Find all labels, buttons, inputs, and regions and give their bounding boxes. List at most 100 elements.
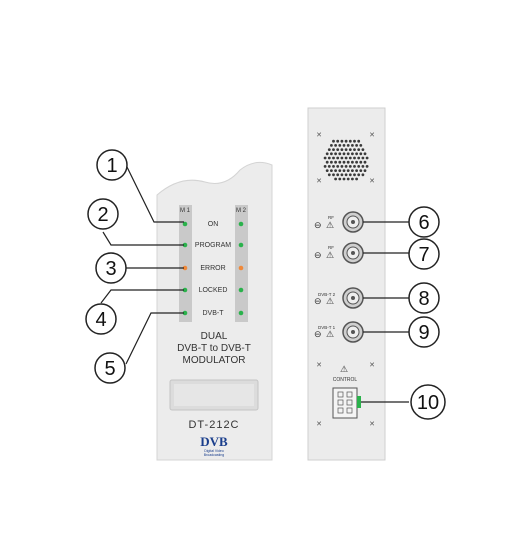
warning-icon: ⚠ — [326, 220, 334, 230]
callout-2: 2 — [87, 198, 119, 230]
grill-hole — [357, 165, 361, 168]
grill-hole — [332, 173, 335, 177]
grill-hole — [355, 144, 358, 147]
led-label-locked: LOCKED — [199, 287, 228, 294]
grill-hole — [334, 177, 337, 181]
rf-out-symbol-icon: ⊖ — [314, 220, 322, 230]
control-connector — [332, 387, 361, 419]
screw-icon: ✕ — [316, 178, 322, 185]
grill-hole — [336, 139, 340, 143]
rf-out-symbol-icon: ⊖ — [314, 250, 322, 260]
warning-icon: ⚠ — [326, 296, 334, 306]
rear-panel: ✕ ✕ ✕ ✕ ✕ ✕ ✕ ✕ RF RF DVB-T 2 DVB-T 1 ⊖ … — [307, 107, 386, 461]
grill-hole — [361, 173, 365, 177]
grill-hole — [342, 160, 346, 164]
svg-text:1: 1 — [106, 155, 117, 177]
grill-hole — [348, 156, 352, 160]
led-label-program: PROGRAM — [195, 242, 231, 249]
rf-in-symbol-icon: ⊖ — [314, 296, 322, 306]
grill-hole — [325, 169, 329, 173]
led-error-m1 — [182, 265, 188, 271]
grill-hole — [332, 156, 335, 160]
grill-hole — [342, 177, 346, 181]
grill-hole — [332, 139, 335, 143]
bnc-connector-rf-out-1 — [342, 211, 364, 233]
led-locked-m2 — [238, 287, 244, 293]
led-on-m2 — [238, 221, 244, 227]
svg-text:Broadcasting: Broadcasting — [204, 453, 224, 457]
led-program-m2 — [238, 242, 244, 248]
svg-text:3: 3 — [105, 258, 116, 280]
grill-hole — [327, 165, 331, 168]
callout-lines-right — [361, 221, 409, 403]
grill-hole — [323, 165, 327, 168]
grill-hole — [323, 156, 327, 160]
screw-icon: ✕ — [369, 421, 375, 428]
grill-hole — [340, 148, 344, 152]
grill-hole — [359, 169, 363, 173]
grill-hole — [357, 148, 361, 152]
callout-5: 5 — [94, 352, 126, 384]
screw-icon: ✕ — [369, 178, 375, 185]
grill-hole — [346, 160, 350, 164]
grill-hole — [361, 165, 365, 168]
led-dvbt-m1 — [182, 310, 188, 316]
screw-icon: ✕ — [316, 132, 322, 139]
grill-hole — [325, 152, 329, 156]
grill-hole — [338, 177, 342, 181]
grill-hole — [348, 139, 352, 143]
grill-hole — [327, 173, 331, 177]
callout-8: 8 — [408, 282, 440, 314]
fan-grill — [323, 139, 369, 181]
grill-hole — [332, 148, 335, 152]
screw-icon: ✕ — [369, 132, 375, 139]
grill-hole — [340, 165, 344, 168]
svg-text:8: 8 — [418, 288, 429, 310]
grill-hole — [344, 148, 348, 152]
grill-hole — [334, 160, 337, 164]
grill-hole — [348, 148, 352, 152]
front-panel: M 1 M 2 ON PROGRAM ERROR LOCKED DVB-T DU… — [156, 161, 273, 461]
dvb-logo: DVB Digital Video Broadcasting — [200, 434, 228, 457]
grill-hole — [344, 156, 348, 160]
svg-text:6: 6 — [418, 212, 429, 234]
grill-hole — [357, 139, 361, 143]
grill-hole — [359, 144, 363, 147]
svg-text:10: 10 — [417, 392, 439, 414]
led-label-dvbt: DVB-T — [203, 310, 225, 317]
grill-hole — [330, 144, 333, 147]
grill-hole — [359, 160, 363, 164]
grill-hole — [344, 165, 348, 168]
grill-hole — [346, 144, 350, 147]
rf-in-symbol-icon: ⊖ — [314, 329, 322, 339]
callout-7: 7 — [408, 238, 440, 270]
grill-hole — [351, 152, 354, 156]
callout-6: 6 — [408, 206, 440, 238]
led-error-m2 — [238, 265, 244, 271]
grill-hole — [346, 177, 350, 181]
label-dvbt-in-2: DVB-T 2 — [318, 292, 336, 297]
led-dvbt-m2 — [238, 310, 244, 316]
led-label-on: ON — [208, 221, 219, 228]
svg-text:Digital Video: Digital Video — [204, 449, 224, 453]
grill-hole — [336, 148, 340, 152]
grill-hole — [348, 173, 352, 177]
grill-hole — [363, 152, 367, 156]
svg-text:9: 9 — [418, 322, 429, 344]
grill-hole — [365, 165, 369, 168]
grill-hole — [359, 152, 363, 156]
grill-hole — [336, 156, 340, 160]
svg-text:5: 5 — [104, 358, 115, 380]
grill-hole — [355, 160, 358, 164]
grill-hole — [332, 165, 335, 168]
grill-hole — [342, 144, 346, 147]
callout-1: 1 — [96, 149, 128, 181]
grill-hole — [330, 152, 333, 156]
bnc-connector-dvbt-in-2 — [342, 287, 364, 309]
led-locked-m1 — [182, 287, 188, 293]
screw-icon: ✕ — [369, 362, 375, 369]
grill-hole — [340, 173, 344, 177]
label-rf-out-2: RF — [328, 245, 334, 250]
grill-hole — [361, 156, 365, 160]
grill-hole — [357, 156, 361, 160]
